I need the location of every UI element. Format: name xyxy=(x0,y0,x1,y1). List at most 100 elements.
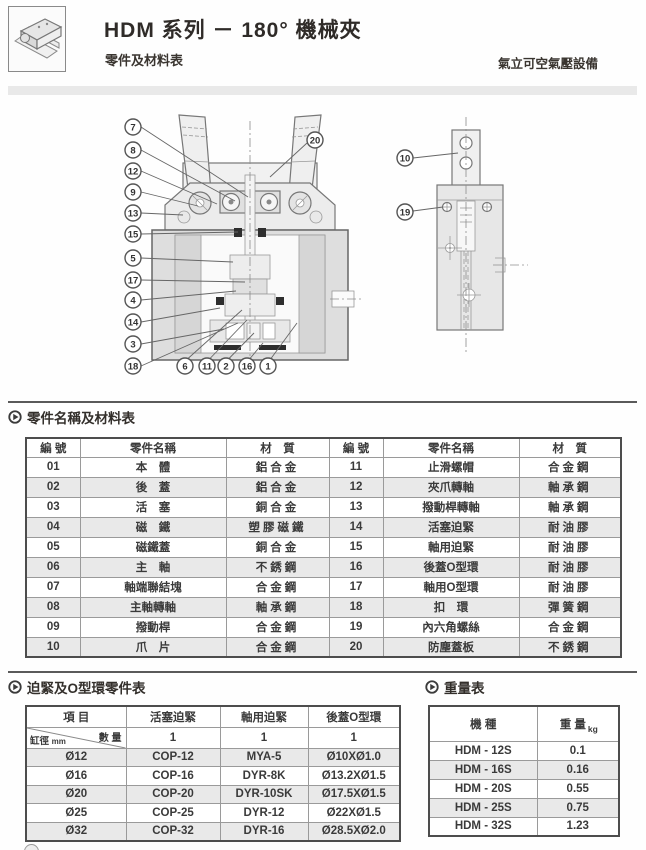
svg-text:15: 15 xyxy=(128,230,139,241)
col-header-no: 編 號 xyxy=(328,437,384,458)
callout-1: 1 xyxy=(259,322,298,375)
callout-9: 9 xyxy=(124,183,199,207)
callout-13: 13 xyxy=(124,204,184,222)
technical-drawings: 7 8 12 9 13 15 5 17 4 14 3 18 6 11 2 xyxy=(124,114,528,375)
section-title-weight: 重量表 xyxy=(425,677,485,697)
callout-8: 8 xyxy=(124,141,236,202)
seal-table-header-row: 項 目 活塞迫緊 軸用迫緊 後蓋O型環 xyxy=(25,705,401,728)
col-header-name: 零件名稱 xyxy=(79,437,227,458)
note-circle-icon xyxy=(24,844,39,850)
callout-2: 2 xyxy=(217,332,255,375)
svg-text:8: 8 xyxy=(130,146,135,157)
svg-text:6: 6 xyxy=(182,362,187,373)
company-name: 氣立可空氣壓設備 xyxy=(497,57,598,71)
callout-18: 18 xyxy=(124,322,239,375)
svg-text:3: 3 xyxy=(130,340,135,351)
callout-5: 5 xyxy=(124,249,234,267)
svg-text:17: 17 xyxy=(128,276,139,287)
section-title-seals: 迫緊及O型環零件表 xyxy=(8,677,146,697)
col-header-piston-seal: 活塞迫緊 xyxy=(125,705,221,728)
callout-3: 3 xyxy=(124,328,225,353)
callout-12: 12 xyxy=(124,162,218,205)
svg-text:19: 19 xyxy=(400,208,411,219)
col-header-no: 編 號 xyxy=(25,437,81,458)
callout-14: 14 xyxy=(124,307,221,331)
header-divider-bar xyxy=(8,86,637,95)
weight-unit: kg xyxy=(587,723,598,734)
callout-6: 6 xyxy=(176,309,243,375)
svg-text:2: 2 xyxy=(223,362,228,373)
gripper-isometric-icon xyxy=(14,18,63,59)
side-view-drawing xyxy=(436,117,528,353)
col-header-name: 零件名稱 xyxy=(382,437,520,458)
section-title-parts-label: 零件名稱及材料表 xyxy=(27,411,135,426)
callout-11: 11 xyxy=(198,319,248,375)
section-divider xyxy=(8,401,637,403)
callout-15: 15 xyxy=(124,225,239,243)
col-header-rear-oring: 後蓋O型環 xyxy=(307,705,401,728)
product-logo xyxy=(8,6,66,72)
section-divider xyxy=(8,671,637,673)
callout-7: 7 xyxy=(124,118,249,198)
svg-text:5: 5 xyxy=(130,254,136,265)
seal-table-qty-row: 數 量 缸徑 mm 1 1 1 xyxy=(25,726,401,749)
svg-text:18: 18 xyxy=(128,362,139,373)
col-header-material: 材 質 xyxy=(518,437,622,458)
diagonal-header-cell: 數 量 缸徑 mm xyxy=(25,726,127,749)
play-icon xyxy=(425,680,439,694)
callout-16: 16 xyxy=(238,342,264,375)
col-header-shaft-seal: 軸用迫緊 xyxy=(219,705,309,728)
callout-19: 19 xyxy=(396,203,444,221)
page-subtitle: 零件及材料表 xyxy=(105,53,184,68)
svg-text:20: 20 xyxy=(310,136,321,147)
col-header-item: 項 目 xyxy=(25,705,127,728)
play-icon xyxy=(8,410,22,424)
qty-label: 數 量 xyxy=(98,732,122,744)
svg-text:13: 13 xyxy=(128,209,139,220)
section-title-parts: 零件名稱及材料表 xyxy=(8,407,135,427)
svg-text:14: 14 xyxy=(128,318,139,329)
callout-17: 17 xyxy=(124,271,246,289)
svg-text:7: 7 xyxy=(130,123,135,134)
svg-text:1: 1 xyxy=(265,362,271,373)
svg-text:11: 11 xyxy=(202,362,213,373)
parts-table-header-row: 編 號 零件名稱 材 質 編 號 零件名稱 材 質 xyxy=(25,437,622,458)
callout-20: 20 xyxy=(269,131,324,178)
section-title-weight-label: 重量表 xyxy=(444,681,485,696)
bore-label: 缸徑 mm xyxy=(30,735,66,747)
col-header-material: 材 質 xyxy=(225,437,330,458)
play-icon xyxy=(8,680,22,694)
svg-text:12: 12 xyxy=(128,167,139,178)
svg-text:10: 10 xyxy=(400,154,411,165)
callout-10: 10 xyxy=(396,149,459,167)
svg-text:16: 16 xyxy=(242,362,253,373)
diagonal-line xyxy=(27,728,126,748)
callout-4: 4 xyxy=(124,290,237,309)
